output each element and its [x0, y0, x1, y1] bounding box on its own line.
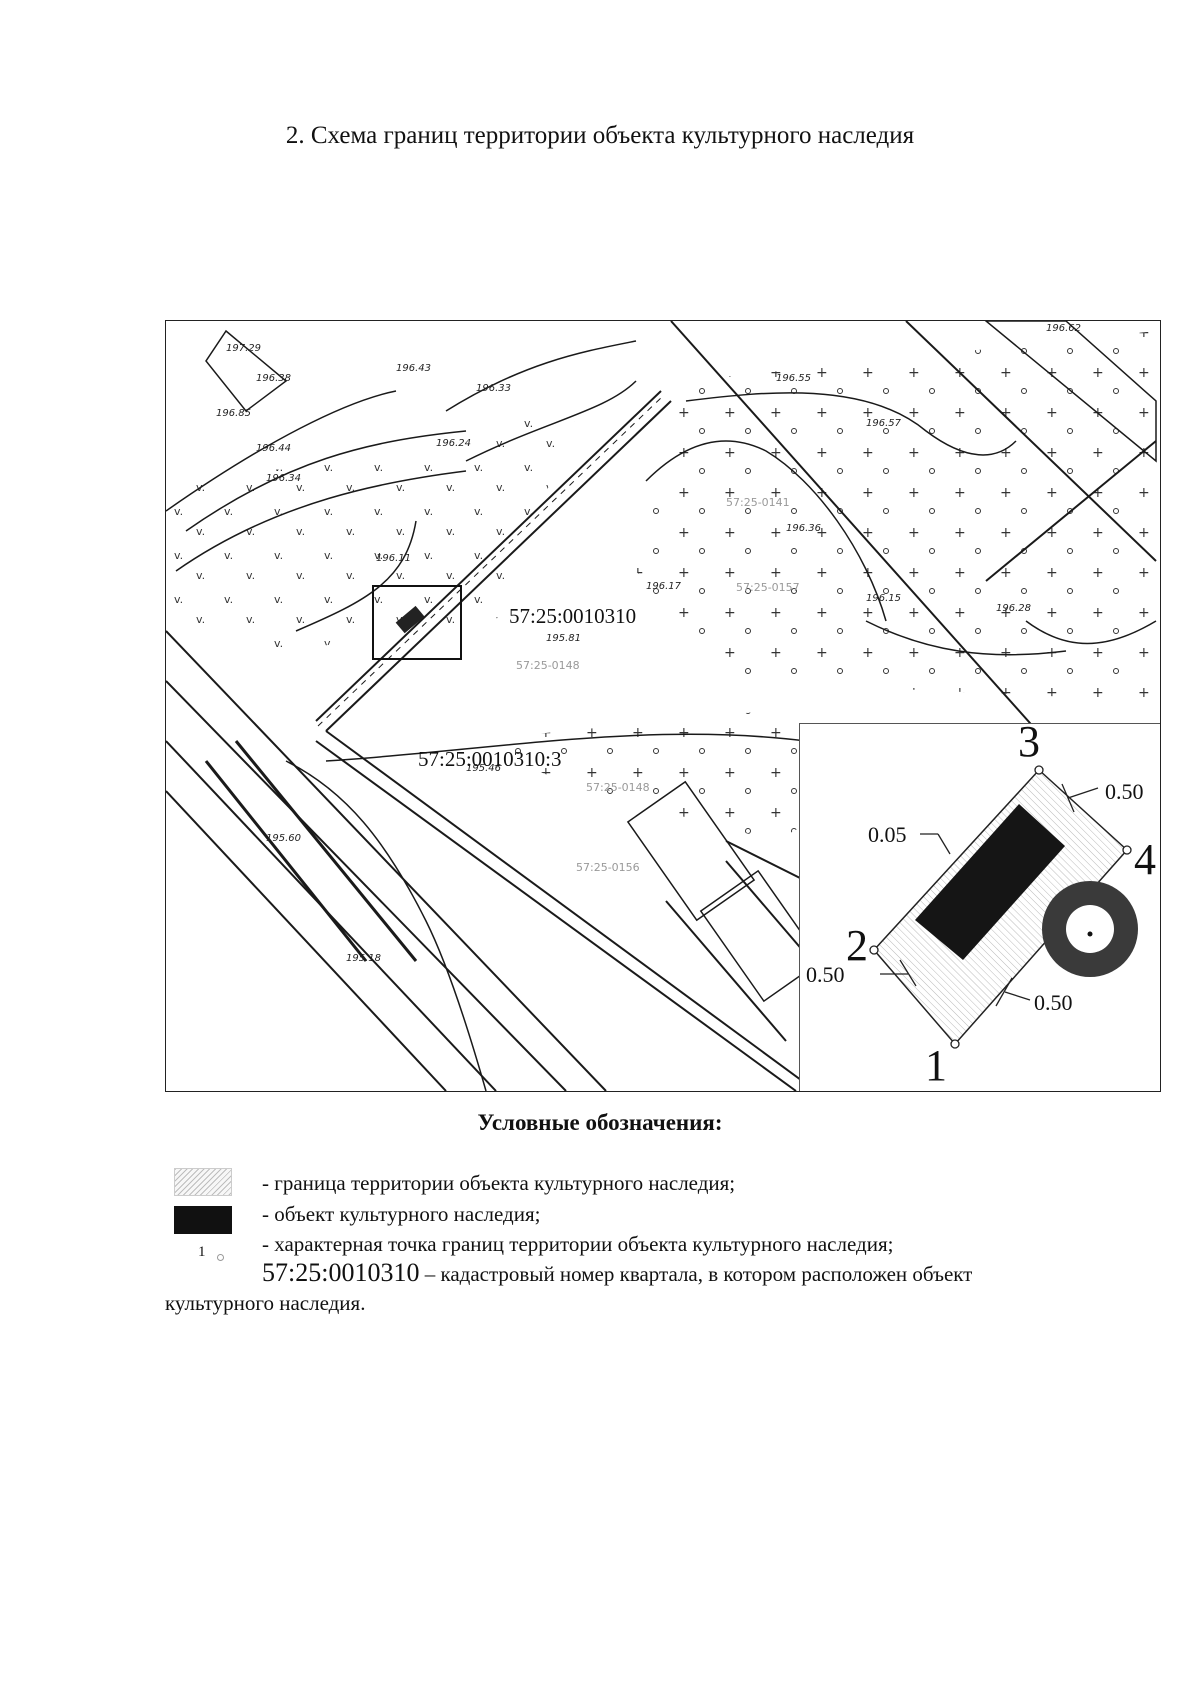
legend-cadastral-line-cont: культурного наследия. [165, 1291, 366, 1315]
legend-point-text: - характерная точка границ территории об… [262, 1232, 894, 1256]
building-outlines [205, 321, 1157, 1003]
boundary-swatch [174, 1168, 232, 1196]
svg-text:57:25-0141: 57:25-0141 [726, 496, 790, 509]
dimension-leaders [880, 783, 1099, 1007]
svg-text:196.57: 196.57 [866, 418, 902, 429]
dim-label-050-bottom: 0.50 [1034, 990, 1073, 1015]
cadastral-ref-labels: 57:25-0141 57:25-0157 57:25-0148 57:25-0… [516, 496, 800, 874]
svg-text:195.46: 195.46 [466, 763, 501, 774]
object-frame [372, 585, 462, 660]
elevation-labels: 197.29 196.38 196.85 196.44 196.34 196.4… [216, 323, 1081, 964]
legend-object-text: - объект культурного наследия; [262, 1202, 541, 1226]
page-title: 2. Схема границ территории объекта культ… [285, 122, 915, 149]
svg-text:196.43: 196.43 [396, 363, 431, 374]
dim-label-050-left: 0.50 [806, 962, 845, 987]
contour-lines [166, 340, 1157, 1091]
inset-drawing [869, 765, 1138, 1049]
parcel-label: 57:25:0010310:3 [418, 747, 562, 771]
point-4-label: 4 [1134, 835, 1156, 884]
svg-text:196.34: 196.34 [266, 473, 301, 484]
cadastral-map: + v. v. [165, 320, 1161, 1092]
object-mark [395, 605, 425, 634]
svg-text:196.11: 196.11 [376, 553, 411, 564]
svg-text:57:25-0148: 57:25-0148 [586, 781, 650, 794]
svg-text:57:25-0156: 57:25-0156 [576, 861, 640, 874]
heritage-object [915, 804, 1065, 960]
point-1-label: 1 [925, 1041, 947, 1090]
point-marker-number: 1 [198, 1244, 206, 1260]
inset-detail: 3 4 2 1 0.50 0.05 0.50 0.50 [799, 717, 1160, 1091]
legend-boundary-text: - граница территории объекта культурного… [262, 1171, 736, 1195]
legend-title: Условные обозначения: [477, 1110, 723, 1135]
terrain-grass-area [166, 391, 586, 651]
point-marker-dot [217, 1254, 224, 1261]
cadastral-text: – кадастровый номер квартала, в котором … [419, 1262, 973, 1286]
svg-text:196.33: 196.33 [476, 383, 511, 394]
terrain-dots-area [636, 331, 1156, 701]
svg-text:196.38: 196.38 [256, 373, 291, 384]
quarter-label: 57:25:0010310 [509, 604, 637, 628]
point-3-label: 3 [1018, 717, 1040, 766]
svg-text:197.29: 197.29 [226, 343, 261, 354]
legend-cadastral-line: 57:25:0010310 – кадастровый номер кварта… [262, 1258, 972, 1288]
svg-text:196.85: 196.85 [216, 408, 251, 419]
map-drawing: + v. v. [166, 321, 1157, 1091]
boundary-points [869, 765, 1132, 1049]
object-swatch [174, 1206, 232, 1234]
svg-text:196.28: 196.28 [996, 603, 1031, 614]
cadastral-code: 57:25:0010310 [262, 1258, 420, 1287]
svg-text:57:25-0148: 57:25-0148 [516, 659, 580, 672]
svg-text:195.60: 195.60 [266, 833, 301, 844]
svg-text:195.18: 195.18 [346, 953, 381, 964]
svg-text:196.36: 196.36 [786, 523, 821, 534]
street-lines [166, 321, 1157, 1091]
svg-text:196.24: 196.24 [436, 438, 471, 449]
svg-text:57:25-0157: 57:25-0157 [736, 581, 800, 594]
dim-label-005: 0.05 [868, 822, 907, 847]
svg-text:196.62: 196.62 [1046, 323, 1081, 334]
point-2-label: 2 [846, 921, 868, 970]
svg-text:196.17: 196.17 [646, 581, 682, 592]
svg-text:195.81: 195.81 [546, 633, 581, 644]
svg-text:196.15: 196.15 [866, 593, 901, 604]
dim-label-050-top: 0.50 [1105, 779, 1144, 804]
svg-text:196.55: 196.55 [776, 373, 811, 384]
terrain-dots-area-2 [466, 711, 866, 841]
svg-text:196.44: 196.44 [256, 443, 291, 454]
